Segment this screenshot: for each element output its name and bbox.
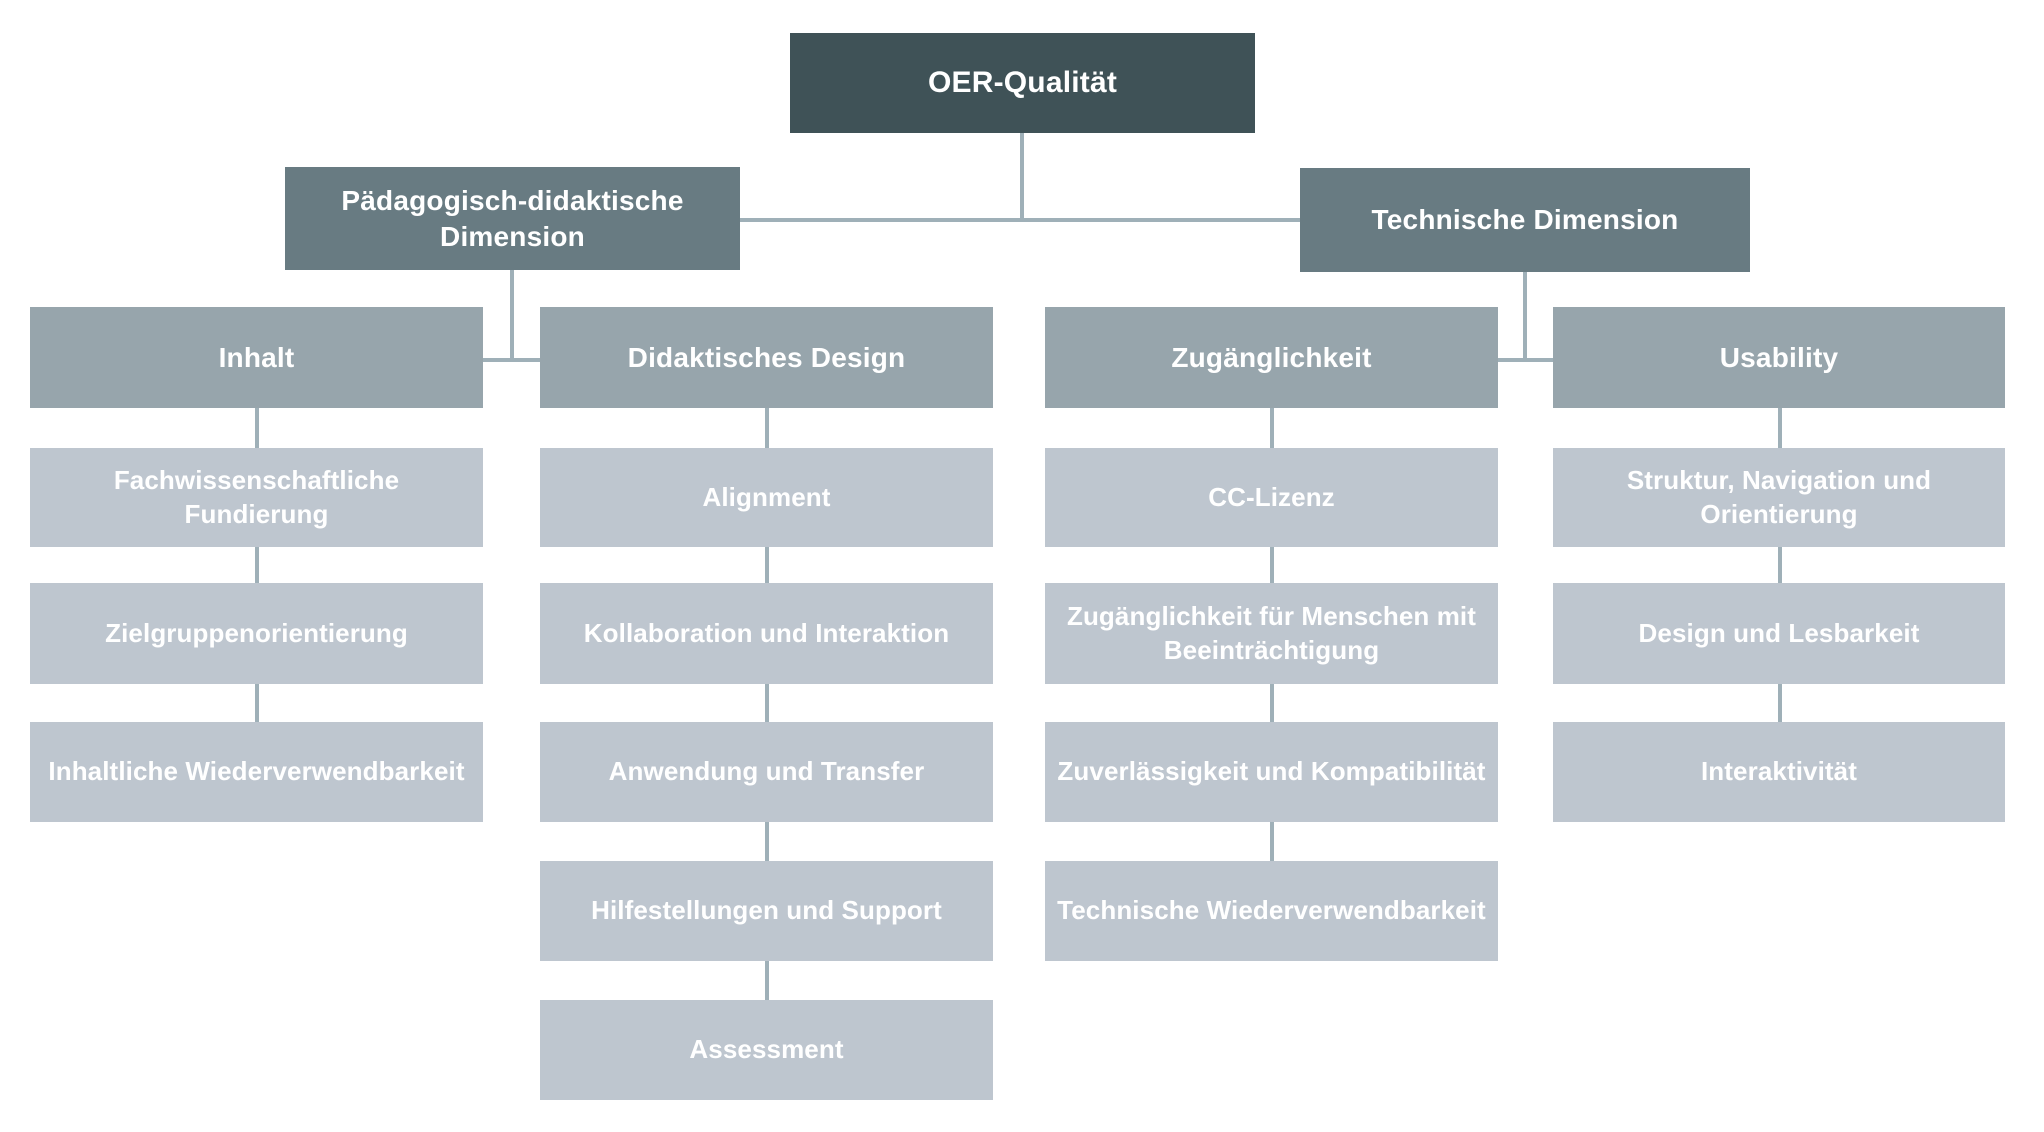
node-criterion-technische-wiederverwendbarkeit[interactable]: Technische Wiederverwendbarkeit (1045, 861, 1498, 961)
node-criterion-kollaboration-und-interaktion[interactable]: Kollaboration und Interaktion (540, 583, 993, 684)
connector-technische-vertical (1523, 272, 1527, 362)
node-criterion-cc-lizenz[interactable]: CC-Lizenz (1045, 448, 1498, 547)
node-criterion-zugaenglichkeit-fuer-menschen-mit-beeintraechtigung[interactable]: Zugänglichkeit für Menschen mit Beeinträ… (1045, 583, 1498, 684)
node-criterion-zielgruppenorientierung[interactable]: Zielgruppenorientierung (30, 583, 483, 684)
connector-root-vertical (1020, 133, 1024, 222)
node-category-inhalt[interactable]: Inhalt (30, 307, 483, 408)
connector-technische-categories-horizontal (1496, 358, 1557, 362)
node-criterion-alignment[interactable]: Alignment (540, 448, 993, 547)
node-criterion-design-und-lesbarkeit[interactable]: Design und Lesbarkeit (1553, 583, 2005, 684)
node-criterion-fachwissenschaftliche-fundierung[interactable]: Fachwissenschaftliche Fundierung (30, 448, 483, 547)
connector-inhalt-spine (255, 408, 259, 724)
node-criterion-struktur-navigation-und-orientierung[interactable]: Struktur, Navigation und Orientierung (1553, 448, 2005, 547)
node-technische-dimension[interactable]: Technische Dimension (1300, 168, 1750, 272)
node-criterion-hilfestellungen-und-support[interactable]: Hilfestellungen und Support (540, 861, 993, 961)
node-oer-qualitaet[interactable]: OER-Qualität (790, 33, 1255, 133)
connector-dimensions-horizontal (740, 218, 1300, 222)
connector-usability-spine (1778, 408, 1782, 724)
node-criterion-anwendung-und-transfer[interactable]: Anwendung und Transfer (540, 722, 993, 822)
connector-didaktisches-design-spine (765, 408, 769, 1004)
node-criterion-inhaltliche-wiederverwendbarkeit[interactable]: Inhaltliche Wiederverwendbarkeit (30, 722, 483, 822)
node-criterion-interaktivitaet[interactable]: Interaktivität (1553, 722, 2005, 822)
node-criterion-zuverlaessigkeit-und-kompatibilitaet[interactable]: Zuverlässigkeit und Kompatibilität (1045, 722, 1498, 822)
node-category-usability[interactable]: Usability (1553, 307, 2005, 408)
node-paedagogisch-didaktische-dimension[interactable]: Pädagogisch-didaktische Dimension (285, 167, 740, 270)
node-criterion-assessment[interactable]: Assessment (540, 1000, 993, 1100)
connector-paedagogisch-categories-horizontal (481, 358, 543, 362)
connector-paedagogisch-vertical (510, 270, 514, 362)
node-category-zugaenglichkeit[interactable]: Zugänglichkeit (1045, 307, 1498, 408)
node-category-didaktisches-design[interactable]: Didaktisches Design (540, 307, 993, 408)
